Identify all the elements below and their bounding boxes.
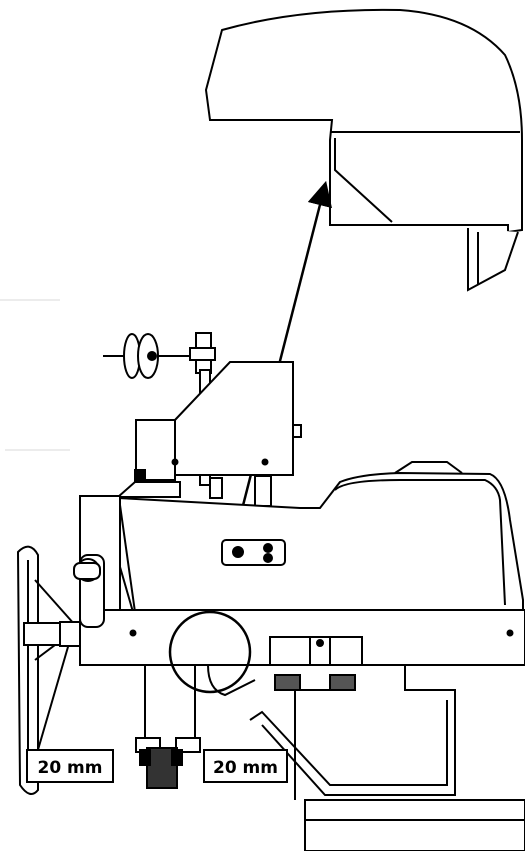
top-fixture	[103, 332, 302, 507]
detail-circle	[168, 610, 252, 694]
handwheel	[16, 545, 105, 795]
dimension-label-left: 20 mm	[26, 749, 114, 783]
magnified-detail	[204, 8, 523, 292]
dimension-label-right: 20 mm	[203, 749, 288, 783]
lower-structure	[135, 636, 525, 851]
hatching	[0, 299, 70, 451]
